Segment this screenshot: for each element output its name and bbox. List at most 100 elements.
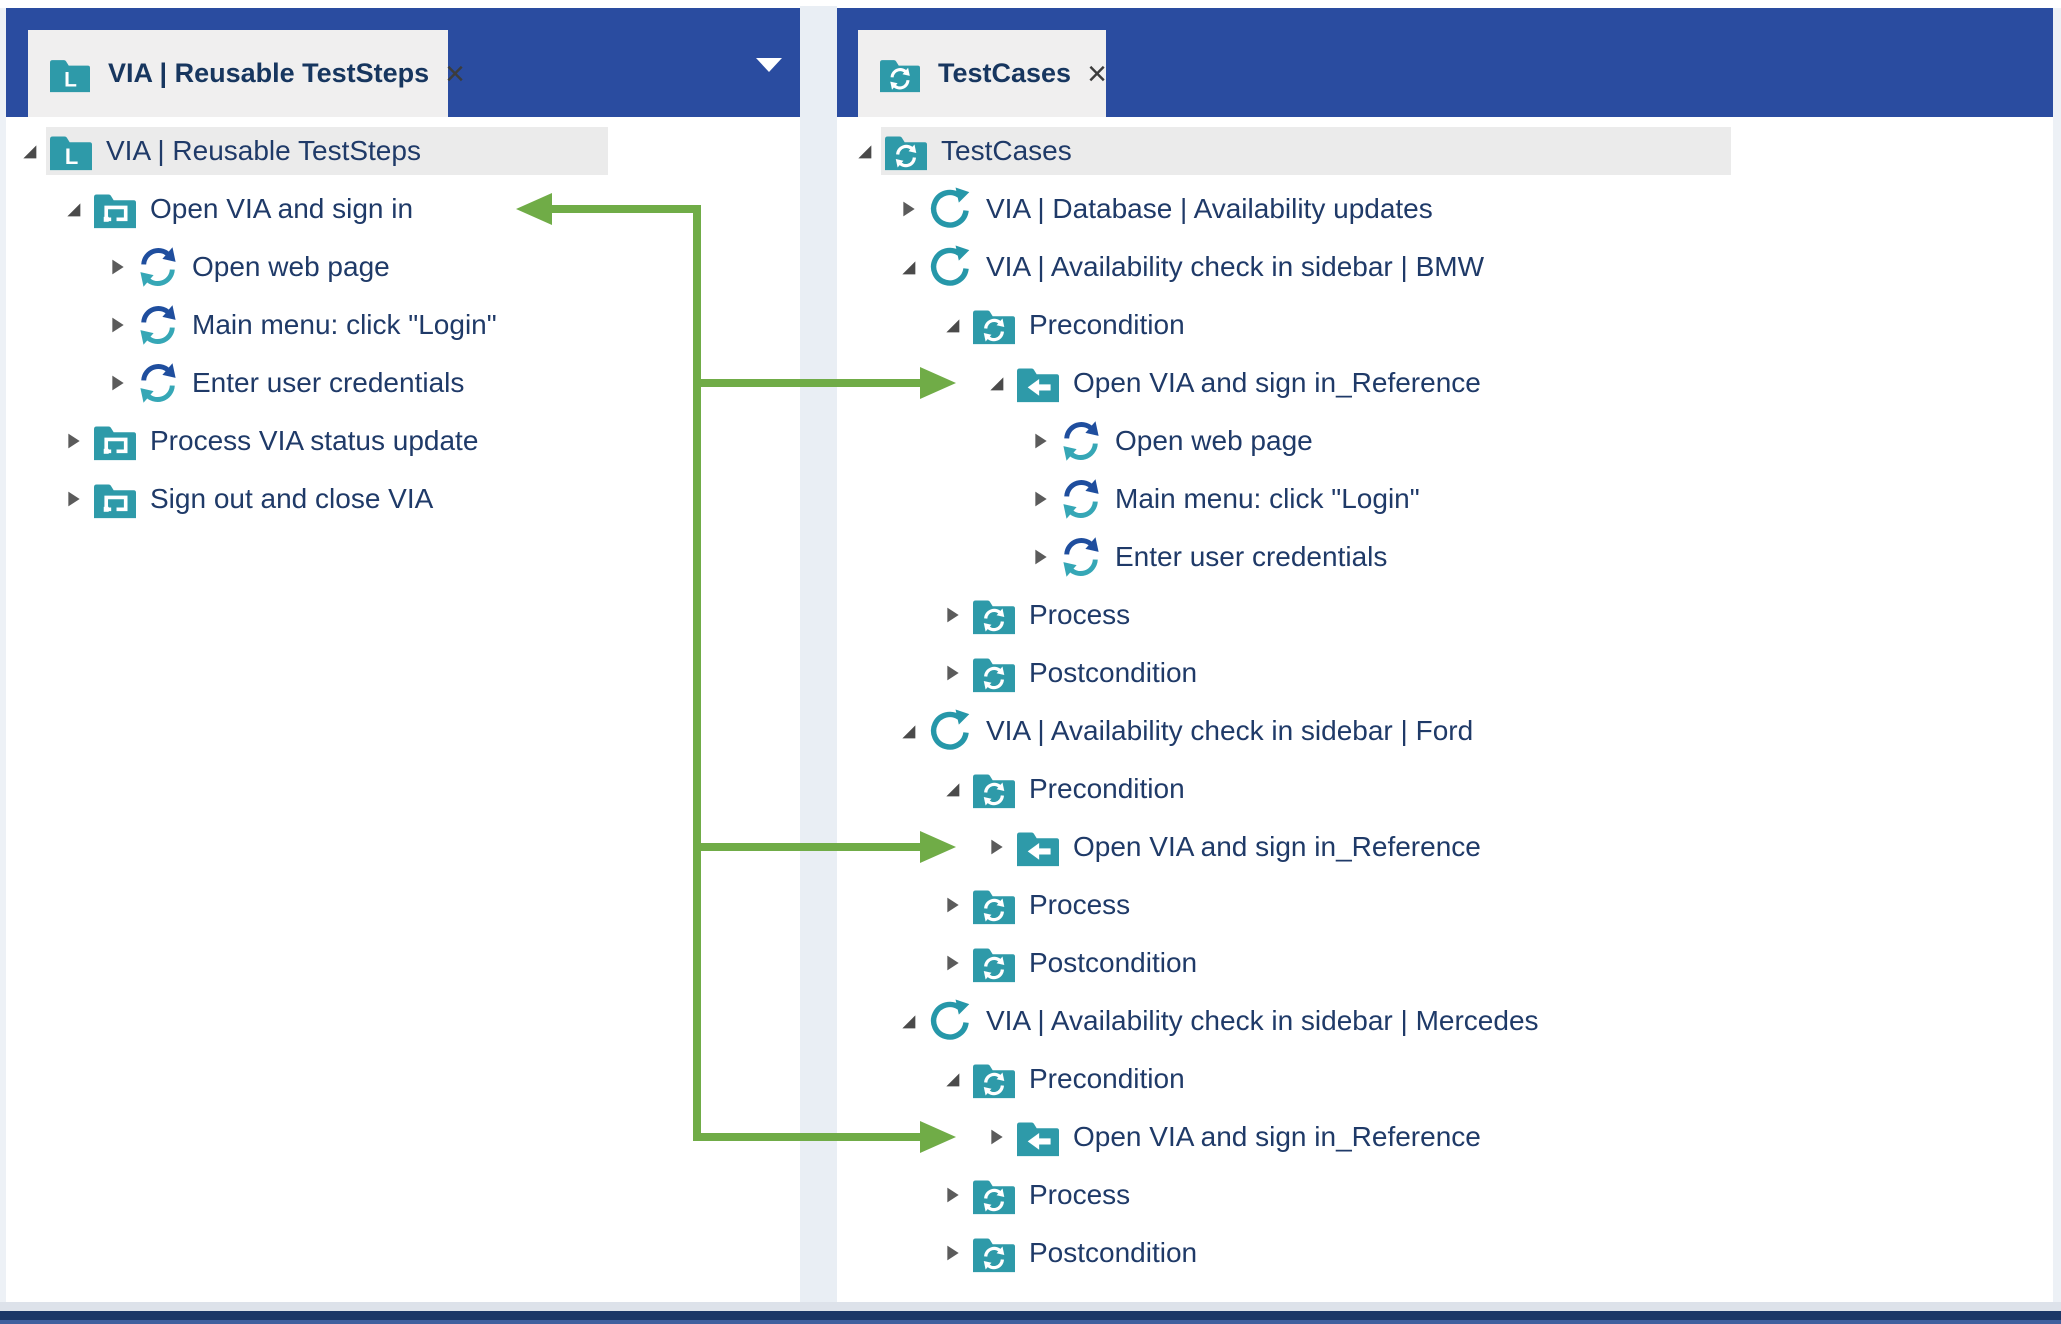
tree-row[interactable]: Process bbox=[841, 586, 2049, 644]
collapse-icon[interactable] bbox=[937, 1185, 967, 1205]
tree-item-label[interactable]: VIA | Availability check in sidebar | Me… bbox=[986, 1005, 1539, 1036]
tree-row[interactable]: VIA | Availability check in sidebar | Fo… bbox=[841, 702, 2049, 760]
tree-row[interactable]: Main menu: click "Login" bbox=[6, 296, 798, 354]
tree-item-label[interactable]: Process bbox=[1029, 599, 1131, 630]
refresh-folder-icon bbox=[971, 884, 1017, 926]
panel-splitter[interactable] bbox=[800, 6, 837, 1304]
tree-row[interactable]: VIA | Reusable TestSteps bbox=[6, 122, 798, 180]
tree-row[interactable]: Postcondition bbox=[841, 644, 2049, 702]
collapse-icon[interactable] bbox=[58, 489, 88, 509]
tree-row[interactable]: Process bbox=[841, 1166, 2049, 1224]
tree-item-label[interactable]: VIA | Database | Availability updates bbox=[986, 193, 1433, 224]
expand-icon[interactable] bbox=[893, 1011, 923, 1031]
collapse-icon[interactable] bbox=[102, 315, 132, 335]
collapse-icon[interactable] bbox=[58, 431, 88, 451]
tree-item-label[interactable]: Enter user credentials bbox=[1115, 541, 1388, 572]
teststep-refresh-icon bbox=[136, 361, 180, 405]
tree-item-label[interactable]: Precondition bbox=[1029, 773, 1185, 804]
tree-row[interactable]: Postcondition bbox=[841, 1224, 2049, 1282]
collapse-icon[interactable] bbox=[937, 1243, 967, 1263]
tree-row[interactable]: Postcondition bbox=[841, 934, 2049, 992]
expand-icon[interactable] bbox=[58, 199, 88, 219]
tree-item-label[interactable]: Open VIA and sign in_Reference bbox=[1073, 831, 1481, 862]
tree-row[interactable]: VIA | Database | Availability updates bbox=[841, 180, 2049, 238]
tree-item-label[interactable]: VIA | Availability check in sidebar | Fo… bbox=[986, 715, 1474, 746]
tab-title: TestCases bbox=[938, 58, 1072, 88]
tree-item-label[interactable]: Process VIA status update bbox=[150, 425, 479, 456]
tree-item-label[interactable]: Sign out and close VIA bbox=[150, 483, 434, 514]
expand-icon[interactable] bbox=[893, 257, 923, 277]
tree-item-label[interactable]: TestCases bbox=[941, 135, 1072, 166]
tree-item-label[interactable]: Open web page bbox=[1115, 425, 1313, 456]
right-edge-strip bbox=[2053, 8, 2061, 1302]
reusable-teststep-folder-icon bbox=[92, 478, 138, 520]
expand-icon[interactable] bbox=[937, 315, 967, 335]
reusable-teststeps-tree: VIA | Reusable TestSteps Open VIA and si… bbox=[6, 122, 798, 528]
bottom-strip bbox=[0, 1302, 2061, 1311]
tree-item-label[interactable]: Precondition bbox=[1029, 309, 1185, 340]
tree-row[interactable]: Precondition bbox=[841, 296, 2049, 354]
collapse-icon[interactable] bbox=[981, 1127, 1011, 1147]
tree-row[interactable]: Open VIA and sign in bbox=[6, 180, 798, 238]
tree-item-label[interactable]: Process bbox=[1029, 889, 1131, 920]
collapse-icon[interactable] bbox=[1025, 547, 1055, 567]
tree-item-label[interactable]: Postcondition bbox=[1029, 947, 1198, 978]
tree-item-label[interactable]: VIA | Reusable TestSteps bbox=[106, 135, 421, 166]
refresh-folder-icon bbox=[971, 304, 1017, 346]
tree-row[interactable]: Enter user credentials bbox=[6, 354, 798, 412]
expand-icon[interactable] bbox=[981, 373, 1011, 393]
collapse-icon[interactable] bbox=[102, 373, 132, 393]
testcases-tree: TestCases VIA | Database | Availability … bbox=[841, 122, 2049, 1282]
tree-row[interactable]: Enter user credentials bbox=[841, 528, 2049, 586]
expand-icon[interactable] bbox=[937, 1069, 967, 1089]
collapse-icon[interactable] bbox=[1025, 431, 1055, 451]
close-icon[interactable]: × bbox=[445, 54, 466, 93]
collapse-icon[interactable] bbox=[1025, 489, 1055, 509]
tree-row[interactable]: VIA | Availability check in sidebar | Me… bbox=[841, 992, 2049, 1050]
close-icon[interactable]: × bbox=[1087, 54, 1107, 93]
tree-item-label[interactable]: Main menu: click "Login" bbox=[1115, 483, 1420, 514]
tree-item-label[interactable]: Open VIA and sign in bbox=[150, 193, 414, 224]
tree-row[interactable]: Precondition bbox=[841, 1050, 2049, 1108]
tree-row[interactable]: Open VIA and sign in_Reference bbox=[841, 354, 2049, 412]
tree-item-label[interactable]: Postcondition bbox=[1029, 657, 1198, 688]
expand-icon[interactable] bbox=[14, 141, 44, 161]
tree-item-label[interactable]: Postcondition bbox=[1029, 1237, 1198, 1268]
tree-item-label[interactable]: Process bbox=[1029, 1179, 1131, 1210]
tree-item-label[interactable]: VIA | Availability check in sidebar | BM… bbox=[986, 251, 1485, 282]
tree-row[interactable]: VIA | Availability check in sidebar | BM… bbox=[841, 238, 2049, 296]
tab-testcases[interactable]: TestCases × bbox=[858, 30, 1107, 117]
tree-row[interactable]: Open VIA and sign in_Reference bbox=[841, 818, 2049, 876]
collapse-icon[interactable] bbox=[937, 895, 967, 915]
testcase-icon bbox=[927, 186, 974, 233]
testcase-icon bbox=[927, 244, 974, 291]
expand-icon[interactable] bbox=[893, 721, 923, 741]
collapse-icon[interactable] bbox=[981, 837, 1011, 857]
collapse-icon[interactable] bbox=[102, 257, 132, 277]
reusable-teststep-folder-icon bbox=[92, 188, 138, 230]
tree-row[interactable]: Open web page bbox=[6, 238, 798, 296]
tree-row[interactable]: Sign out and close VIA bbox=[6, 470, 798, 528]
collapse-icon[interactable] bbox=[937, 663, 967, 683]
expand-icon[interactable] bbox=[937, 779, 967, 799]
tree-row[interactable]: TestCases bbox=[841, 122, 2049, 180]
tree-item-label[interactable]: Open web page bbox=[192, 251, 390, 282]
expand-icon[interactable] bbox=[849, 141, 879, 161]
tree-row[interactable]: Main menu: click "Login" bbox=[841, 470, 2049, 528]
tree-row[interactable]: Open VIA and sign in_Reference bbox=[841, 1108, 2049, 1166]
tree-row[interactable]: Process bbox=[841, 876, 2049, 934]
tree-item-label[interactable]: Precondition bbox=[1029, 1063, 1185, 1094]
tree-row[interactable]: Process VIA status update bbox=[6, 412, 798, 470]
collapse-icon[interactable] bbox=[893, 199, 923, 219]
collapse-icon[interactable] bbox=[937, 605, 967, 625]
collapse-icon[interactable] bbox=[937, 953, 967, 973]
tab-reusable-teststeps[interactable]: VIA | Reusable TestSteps × bbox=[28, 30, 465, 117]
tree-item-label[interactable]: Open VIA and sign in_Reference bbox=[1073, 1121, 1481, 1152]
tree-row[interactable]: Open web page bbox=[841, 412, 2049, 470]
tree-row[interactable]: Precondition bbox=[841, 760, 2049, 818]
library-folder-icon bbox=[48, 130, 94, 172]
tree-item-label[interactable]: Enter user credentials bbox=[192, 367, 465, 398]
tree-item-label[interactable]: Open VIA and sign in_Reference bbox=[1073, 367, 1481, 398]
tree-item-label[interactable]: Main menu: click "Login" bbox=[192, 309, 497, 340]
tab-list-dropdown-icon[interactable] bbox=[756, 58, 782, 72]
